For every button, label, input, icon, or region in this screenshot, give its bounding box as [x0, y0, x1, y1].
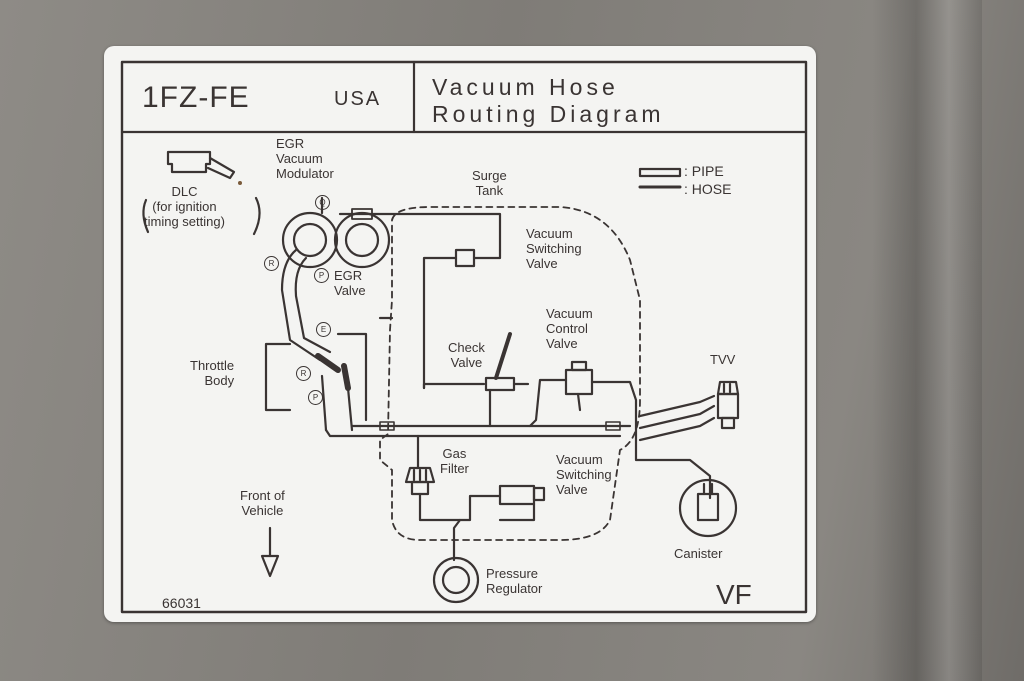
- check-valve-hose: [494, 332, 512, 380]
- part-number: 66031: [162, 595, 201, 611]
- upper-vsv-body: [454, 248, 476, 268]
- legend-hose-label: : HOSE: [684, 181, 732, 197]
- region-code: USA: [334, 88, 382, 110]
- port-marker-r-upper: R: [264, 256, 279, 271]
- egr-vacuum-modulator-icon: [281, 211, 339, 269]
- check-valve-body: [484, 376, 516, 392]
- tvv-icon: [716, 380, 740, 430]
- egr-valve-icon: [333, 211, 391, 269]
- throttle-port-p: [320, 374, 328, 432]
- hose-upper-vsv-down: [422, 256, 458, 390]
- egr-hose-loop-outer: [280, 248, 322, 362]
- canister-label: Canister: [674, 546, 723, 561]
- egr-valve-label: EGR Valve: [334, 268, 366, 298]
- egr-vacuum-modulator-label: EGR Vacuum Modulator: [276, 136, 334, 181]
- tvv-line-c: [638, 416, 716, 442]
- throttle-body-label: Throttle Body: [190, 358, 235, 388]
- front-arrow-head: [260, 554, 280, 578]
- upper-vsv-label: Vacuum Switching Valve: [526, 226, 582, 271]
- legend-pipe-symbol: [638, 167, 682, 178]
- egr-valve-line: [336, 332, 368, 422]
- lower-vsv-body: [498, 484, 536, 506]
- pressure-regulator-hose: [452, 518, 462, 562]
- port-marker-p-lower: P: [308, 390, 323, 405]
- vacuum-control-valve-label: Vacuum Control Valve: [546, 306, 593, 351]
- dlc-connector: [166, 150, 242, 185]
- hose-to-check-valve: [422, 382, 486, 390]
- vf-mark: VF: [716, 579, 752, 610]
- throttle-port-lower: [341, 363, 351, 391]
- pipe-to-upper-vsv: [338, 212, 502, 252]
- main-pipe-lower: [324, 428, 622, 438]
- port-marker-e: E: [316, 322, 331, 337]
- front-of-vehicle-label: Front of Vehicle: [240, 488, 285, 518]
- diagram-title-line2: Routing Diagram: [432, 101, 665, 127]
- dlc-bracket-right: [252, 196, 261, 236]
- engine-code: 1FZ-FE: [142, 81, 250, 114]
- pressure-regulator-label: Pressure Regulator: [486, 566, 543, 596]
- vcv-hose-to-canister: [590, 380, 712, 500]
- pressure-regulator-icon: [432, 556, 480, 604]
- surge-tank-outline: [379, 206, 641, 541]
- check-valve-label: Check Valve: [448, 340, 485, 370]
- tvv-label: TVV: [710, 352, 736, 367]
- dlc-label: DLC (for ignition timing setting): [144, 184, 225, 229]
- port-marker-r-lower: R: [296, 366, 311, 381]
- gas-filter-hose: [418, 492, 502, 522]
- vcv-hose-left: [528, 378, 568, 428]
- surge-tank-label: Surge Tank: [472, 168, 507, 198]
- canister-icon: [678, 478, 738, 538]
- throttle-port-upper: [315, 353, 341, 373]
- egr-hose-loop-inner: [294, 256, 332, 354]
- port-marker-q: Q: [315, 195, 330, 210]
- port-marker-p-upper: P: [314, 268, 329, 283]
- vacuum-hose-sticker: [104, 46, 816, 622]
- vacuum-control-valve-body: [564, 368, 594, 396]
- tvv-line-b: [638, 404, 716, 430]
- tvv-line-a: [638, 394, 716, 418]
- gas-filter-icon: [404, 466, 436, 496]
- throttle-body-bracket: [264, 342, 292, 412]
- legend-pipe-label: : PIPE: [684, 163, 724, 179]
- dlc-bracket-left: [142, 198, 150, 234]
- sticker-frame: [120, 60, 808, 614]
- gas-filter-label: Gas Filter: [440, 446, 469, 476]
- diagram-title-line1: Vacuum Hose: [432, 74, 619, 100]
- panel-seam: [872, 0, 982, 681]
- lower-vsv-label: Vacuum Switching Valve: [556, 452, 612, 497]
